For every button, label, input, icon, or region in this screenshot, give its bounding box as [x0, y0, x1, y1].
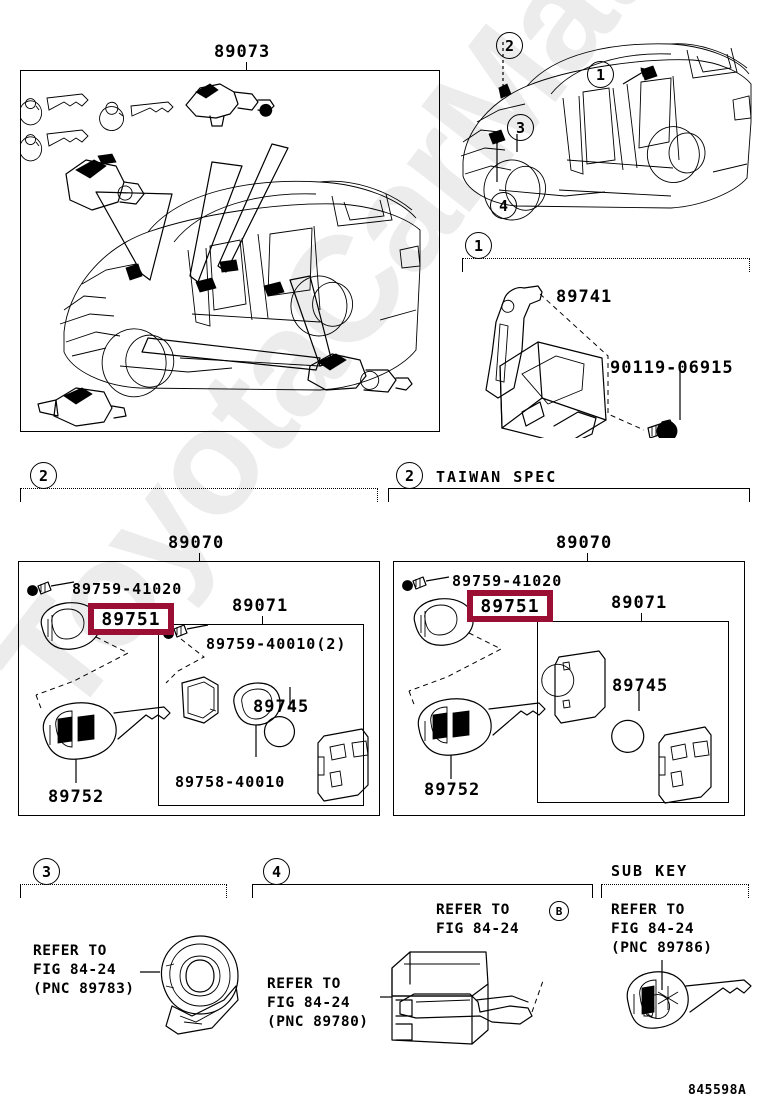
key-icon-1 — [20, 93, 89, 126]
keyset-right-screw-part-number: 89759-41020 — [452, 572, 563, 590]
keyset-right-outer-tick — [587, 553, 588, 561]
ecubox-right-refer-line2: FIG 84-24 — [436, 921, 520, 937]
keyset-left-panel-bracket — [20, 488, 378, 502]
key-icon-2 — [20, 129, 89, 162]
highlight-89751-left[interactable]: 89751 — [88, 603, 174, 635]
callout-circle-1[interactable]: 1 — [587, 61, 614, 88]
keyset-right-outer-frame — [393, 561, 745, 816]
door-switch-callout-circle[interactable]: 3 — [33, 858, 60, 885]
subkey-refer-line3: (PNC 89786) — [611, 940, 713, 956]
subkey-title: SUB KEY — [611, 862, 689, 880]
ecu-panel-bracket — [462, 258, 750, 272]
keyset-left-screw-part-number: 89759-41020 — [72, 580, 183, 598]
keyset-left-cover-part-number: 89758-40010 — [175, 773, 286, 791]
keyset-right-battery-part-number: 89745 — [612, 676, 669, 696]
pointer-wedge-5 — [141, 337, 321, 371]
door-switch-illustration — [140, 935, 239, 1035]
keyset-right-inner-part-number: 89071 — [611, 593, 668, 613]
callout-circle-4[interactable]: 4 — [490, 192, 517, 219]
keyset-right-illustration — [402, 576, 712, 804]
door-switch-refer-line1: REFER TO — [33, 943, 107, 959]
overview-part-number: 89073 — [214, 42, 271, 62]
ecubox-left-refer-line3: (PNC 89780) — [267, 1014, 369, 1030]
keyset-left-callout-circle[interactable]: 2 — [30, 462, 57, 489]
keyset-left-outer-part-number: 89070 — [168, 533, 225, 553]
subkey-illustration — [626, 960, 752, 1029]
ecubox-marker-b-circle[interactable]: B — [549, 901, 569, 921]
ecubox-left-refer-line2: FIG 84-24 — [267, 995, 351, 1011]
ecu-callout-circle[interactable]: 1 — [465, 232, 492, 259]
keyset-left-battery-part-number: 89745 — [253, 697, 310, 717]
key-cylinder-icon — [37, 387, 127, 427]
keyset-right-inner-frame — [537, 621, 729, 803]
ecu-bolt-part-number: 90119-06915 — [610, 358, 734, 378]
keyset-left-inner-part-number: 89071 — [232, 596, 289, 616]
keyset-right-inner-tick — [641, 613, 642, 621]
door-lock-cylinder-icon — [307, 353, 413, 393]
door-switch-refer-line3: (PNC 89783) — [33, 981, 135, 997]
highlight-89751-right[interactable]: 89751 — [467, 590, 553, 622]
keyset-right-blade-part-number: 89752 — [424, 780, 481, 800]
keyset-left-outer-frame — [18, 561, 380, 816]
door-lock-actuator-icon — [65, 153, 145, 211]
ecubox-panel-bracket — [252, 884, 593, 898]
ecu-part-number: 89741 — [556, 287, 613, 307]
keyset-left-outer-tick — [199, 553, 200, 561]
subkey-panel-bracket — [601, 884, 749, 898]
keyset-right-spec-label: TAIWAN SPEC — [436, 468, 558, 486]
keyset-right-callout-circle[interactable]: 2 — [396, 462, 423, 489]
keyset-left-blade-part-number: 89752 — [48, 787, 105, 807]
overview-leader-tick — [246, 62, 247, 70]
pointer-wedge-1 — [95, 191, 173, 281]
subkey-refer-line1: REFER TO — [611, 902, 685, 918]
leader-callout-1 — [622, 71, 644, 85]
ecubox-callout-circle[interactable]: 4 — [263, 858, 290, 885]
callout-circle-2[interactable]: 2 — [496, 32, 523, 59]
ignition-switch-icon — [185, 83, 275, 127]
keyset-right-panel-bracket — [388, 488, 750, 502]
overview-frame — [20, 70, 440, 432]
door-switch-refer-line2: FIG 84-24 — [33, 962, 117, 978]
overview-illustration — [20, 83, 421, 427]
ecubox-right-refer-line1: REFER TO — [436, 902, 510, 918]
callout-circle-3[interactable]: 3 — [507, 114, 534, 141]
keyset-left-inner-tick — [262, 616, 263, 624]
pointer-wedge-3 — [217, 143, 289, 273]
ecubox-left-refer-line1: REFER TO — [267, 976, 341, 992]
keyset-right-outer-part-number: 89070 — [556, 533, 613, 553]
vehicle-illustration — [59, 180, 421, 398]
ecu-illustration — [485, 285, 681, 438]
ecubox-illustration — [380, 951, 545, 1045]
subkey-refer-line2: FIG 84-24 — [611, 921, 695, 937]
keyset-left-inner-screws-part-number: 89759-40010(2) — [206, 635, 347, 653]
diagram-code: 845598A — [688, 1083, 747, 1098]
key-blank-icon — [99, 101, 174, 131]
door-switch-panel-bracket — [20, 884, 227, 898]
